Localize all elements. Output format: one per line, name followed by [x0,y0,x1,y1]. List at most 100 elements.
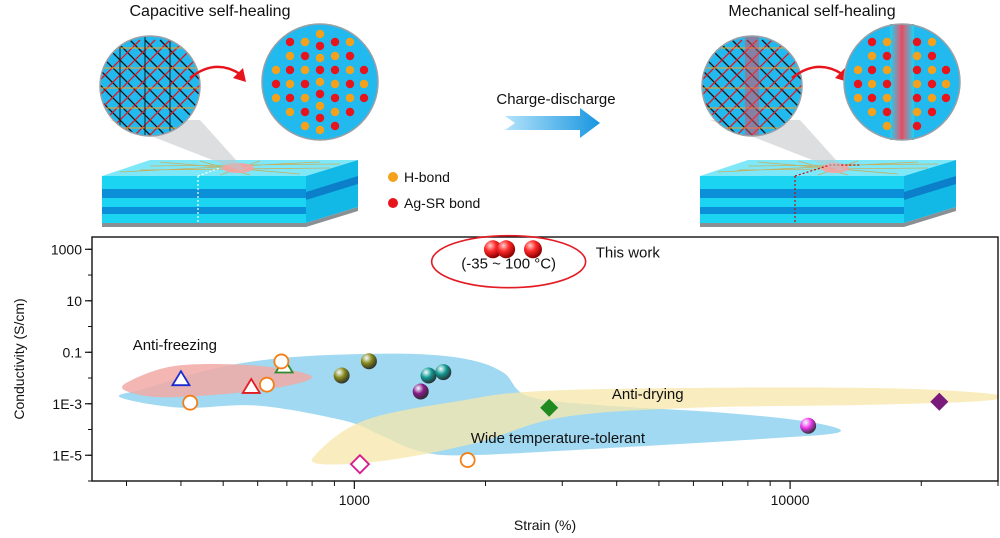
data-point-circle-open [259,376,275,393]
x-axis-label: Strain (%) [514,517,576,533]
plot-frame [91,236,999,482]
seam-bond-dot [315,113,325,123]
bond-dot [300,93,310,103]
bond-dot [912,65,922,75]
seam-bond-dot [315,101,325,111]
seam-bond-dot [315,65,325,75]
legend-ag-sr-bond: Ag-SR bond [404,195,480,211]
bond-dot [300,51,310,61]
right-dots-circle [843,23,961,141]
left-title: Capacitive self-healing [130,3,291,20]
bond-dot [867,93,877,103]
data-point-triangle-open [241,377,262,394]
h-bond-dot [388,172,398,182]
bond-dot [300,107,310,117]
bond-dot [330,107,340,117]
bond-dot [927,51,937,61]
bond-dot [359,79,369,89]
seam-bond-dot [315,89,325,99]
region-anti-drying [311,387,998,465]
bond-dot [882,121,892,131]
data-point-diamond-filled [930,392,949,411]
bond-dot [330,51,340,61]
bond-dot [867,65,877,75]
bond-dot [345,51,355,61]
data-point-triangle-open [170,369,192,387]
bond-dot [912,37,922,47]
bond-dot [941,79,951,89]
bond-dot [882,65,892,75]
data-point-sphere [333,367,350,384]
bond-dot [882,79,892,89]
seam-bond-dot [315,77,325,87]
data-point-sphere [420,367,437,384]
bond-dot [912,121,922,131]
regions-layer [118,353,998,465]
bond-dot [867,79,877,89]
bond-dot [927,107,937,117]
bond-dot [927,37,937,47]
bond-dot [882,107,892,117]
bond-dot [271,93,281,103]
y-tick-label: 1E-5 [52,447,82,463]
annotation: This work [596,245,661,262]
legend-h-bond: H-bond [404,169,450,185]
region-label: Anti-drying [612,386,684,403]
ag-sr-bond-dot [388,198,398,208]
bond-dot [882,37,892,47]
bond-dot [941,93,951,103]
bond-dot [867,107,877,117]
bond-dot [300,65,310,75]
bond-dot [330,121,340,131]
bond-dot [359,65,369,75]
data-point-diamond-open [349,453,371,475]
data-point-circle-open [459,452,476,468]
bond-dot [285,37,295,47]
left-mesh-circle [99,35,201,137]
bond-dot [927,93,937,103]
bond-dot [271,65,281,75]
bond-dot [882,51,892,61]
region-label: Wide temperature-tolerant [471,430,646,447]
bond-dot [330,37,340,47]
bond-dot [927,65,937,75]
left-dots-circle [261,23,379,141]
bond-dot [271,79,281,89]
bond-dot [330,93,340,103]
data-point-sphere [360,353,377,370]
bond-dot [345,65,355,75]
process-arrow [505,108,600,138]
bond-dot [853,65,863,75]
y-tick-label: 1000 [51,241,82,257]
seam-bond-dot [315,53,325,63]
bond-dot [285,65,295,75]
bond-dot [941,65,951,75]
bond-dot [345,107,355,117]
bond-dot [285,93,295,103]
seam-bond-dot [315,125,325,135]
right-substrate [700,160,956,227]
annotation: (-35 ~ 100 °C) [461,255,556,272]
bond-dot [853,79,863,89]
bond-dot [300,121,310,131]
this-work-highlight [430,234,587,289]
x-tick-label: 1000 [339,492,370,508]
seam-bond-dot [315,29,325,39]
y-axis-label: Conductivity (S/cm) [11,298,27,419]
right-mesh-circle [701,35,803,137]
left-substrate [102,160,358,227]
data-point-sphere [497,240,516,259]
bond-dot [912,93,922,103]
bond-dot [345,79,355,89]
data-point-sphere [800,417,817,434]
bond-dot [300,37,310,47]
right-title: Mechanical self-healing [728,3,895,20]
bond-dot [867,51,877,61]
data-point-diamond-filled [540,398,559,417]
bond-dot [927,79,937,89]
bond-dot [853,93,863,103]
bond-dot [912,107,922,117]
